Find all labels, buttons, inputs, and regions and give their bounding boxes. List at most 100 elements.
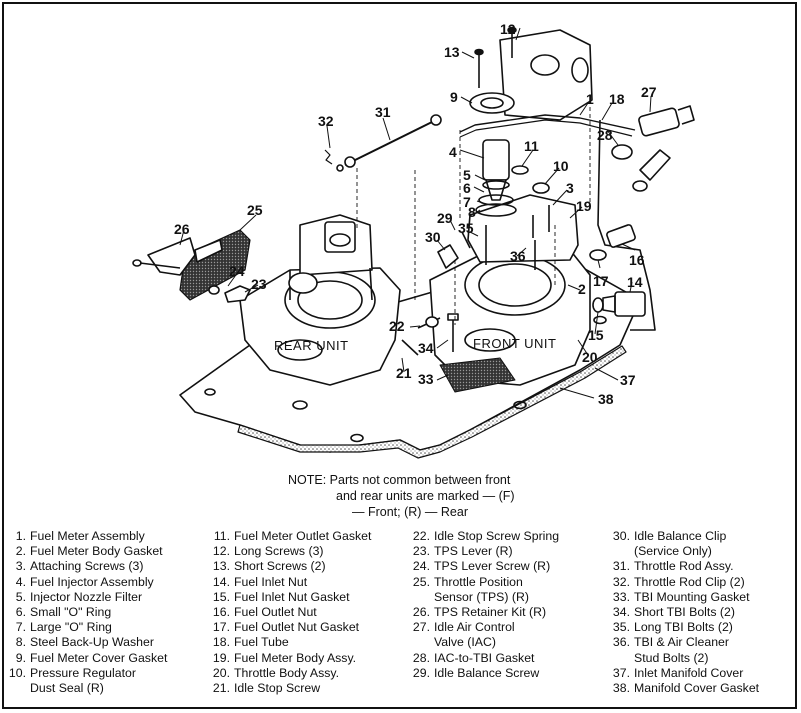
legend-item-number: 31.: [612, 559, 630, 574]
front-unit-label: FRONT UNIT: [473, 336, 556, 351]
legend-item-number: 12.: [212, 544, 230, 559]
callout-4: 4: [449, 144, 457, 160]
legend-item: 20. Throttle Body Assy.: [208, 666, 371, 681]
legend-item: 3.Attaching Screws (3): [4, 559, 167, 574]
callout-33: 33: [418, 371, 434, 387]
legend-item: 23.TPS Lever (R): [408, 544, 559, 559]
legend-item-text: TPS Lever (R): [434, 544, 513, 559]
legend-item-text: Idle Stop Screw: [234, 681, 321, 696]
legend-item-number: 27.: [412, 620, 430, 635]
legend-item-number: 3.: [15, 559, 26, 574]
legend-column-4: 30. Idle Balance Clip(Service Only) 31. Thr…: [608, 529, 759, 696]
legend-item-text: TPS Retainer Kit (R): [434, 605, 547, 620]
callout-21: 21: [396, 365, 412, 381]
legend-item: 32. Throttle Rod Clip (2): [608, 575, 759, 590]
legend-item: 5. Injector Nozzle Filter: [4, 590, 167, 605]
callout-7: 7: [463, 194, 471, 210]
legend-item: Valve (IAC): [408, 635, 559, 650]
legend-item-number: 30.: [612, 529, 630, 543]
note-line-2: and rear units are marked — (F): [336, 489, 515, 503]
legend-item: 28.IAC-to-TBI Gasket: [408, 651, 559, 666]
legend-item-text: Fuel Meter Outlet Gasket: [234, 529, 372, 543]
callout-labels: 12 13 9 1 18 27 31 32 28 4 11 10 5 6 7 8…: [174, 21, 657, 407]
legend-item: Dust Seal (R): [4, 681, 167, 696]
legend-item-text: Inlet Manifold Cover: [634, 665, 744, 680]
legend-item: 26. TPS Retainer Kit (R): [408, 605, 559, 620]
legend-item-text: Stud Bolts (2): [634, 650, 709, 665]
legend-item-number: 29.: [412, 665, 430, 680]
legend-item-number: 19.: [212, 650, 230, 665]
legend-item-text: (Service Only): [634, 544, 712, 559]
legend-item-text: Throttle Rod Clip (2): [634, 574, 745, 589]
legend-item-text: Throttle Rod Assy.: [634, 559, 734, 574]
legend-item-number: 8.: [15, 635, 26, 650]
callout-15: 15: [588, 327, 604, 343]
legend-item: 18.Fuel Tube: [208, 635, 371, 650]
legend-item-number: 15.: [212, 589, 230, 604]
legend-item-text: Idle Balance Screw: [434, 665, 540, 680]
legend-item-number: [408, 590, 430, 605]
legend-item-number: 20.: [212, 665, 230, 680]
front-fuel-meter-body: [467, 194, 579, 263]
legend-item: 33.TBI Mounting Gasket: [608, 590, 759, 605]
callout-31: 31: [375, 104, 391, 120]
legend-item-number: 37.: [612, 665, 630, 680]
note-line-1: NOTE: Parts not common between front: [288, 473, 511, 487]
callout-28: 28: [597, 127, 613, 143]
note-line-3: — Front; (R) — Rear: [352, 505, 468, 519]
callout-3: 3: [566, 180, 574, 196]
callout-38: 38: [598, 391, 614, 407]
legend-item-text: TBI Mounting Gasket: [634, 589, 750, 604]
callout-1: 1: [586, 91, 594, 107]
legend-item-text: Small "O" Ring: [30, 605, 112, 620]
legend-item-text: Fuel Outlet Nut Gasket: [234, 620, 360, 635]
legend-item-text: Fuel Meter Cover Gasket: [30, 650, 168, 665]
callout-17: 17: [593, 273, 609, 289]
legend-item-text: Fuel Injector Assembly: [30, 574, 154, 589]
legend-item: 25.Throttle Position: [408, 575, 559, 590]
legend-item-number: 4.: [15, 574, 26, 589]
legend-item-text: Fuel Meter Body Assy.: [234, 650, 357, 665]
callout-24: 24: [229, 263, 245, 279]
legend-item-text: Steel Back-Up Washer: [30, 635, 154, 650]
legend-item-text: Injector Nozzle Filter: [30, 589, 143, 604]
legend-item-text: Throttle Body Assy.: [234, 665, 340, 680]
legend-item: 10.Pressure Regulator: [4, 666, 167, 681]
legend-item-number: 11.: [213, 529, 230, 543]
legend-item: 19. Fuel Meter Body Assy.: [208, 651, 371, 666]
callout-35: 35: [458, 220, 474, 236]
legend-item: 21.Idle Stop Screw: [208, 681, 371, 696]
legend-item-number: 5.: [15, 589, 26, 604]
legend-item: 30. Idle Balance Clip: [608, 529, 759, 544]
callout-14: 14: [627, 274, 643, 290]
rear-unit-label: REAR UNIT: [274, 338, 349, 353]
fuel-tube: [459, 114, 636, 133]
legend-item-number: 7.: [15, 620, 26, 635]
legend-item-number: 14.: [212, 574, 230, 589]
callout-22: 22: [389, 318, 405, 334]
legend-item: Stud Bolts (2): [608, 651, 759, 666]
legend-item-number: [4, 681, 26, 696]
callout-19: 19: [576, 198, 592, 214]
legend-item-text: TBI & Air Cleaner: [634, 635, 729, 650]
legend-item-text: Idle Stop Screw Spring: [434, 529, 560, 543]
legend-item-text: TPS Lever Screw (R): [434, 559, 551, 574]
legend-item: 9.Fuel Meter Cover Gasket: [4, 650, 168, 666]
legend-item: 13.Short Screws (2): [208, 559, 371, 574]
legend-item-text: Idle Balance Clip: [634, 529, 727, 543]
callout-27: 27: [641, 84, 657, 100]
legend-item-number: 26.: [412, 605, 430, 620]
callout-11: 11: [524, 138, 539, 154]
legend-item-text: Long TBI Bolts (2): [634, 620, 733, 635]
callout-20: 20: [582, 349, 598, 365]
callout-5: 5: [463, 167, 471, 183]
legend-item: 4. Fuel Injector Assembly: [4, 575, 167, 590]
legend-item: 17.Fuel Outlet Nut Gasket: [208, 620, 371, 635]
legend-item-number: 32.: [612, 574, 630, 589]
legend-item-number: [408, 635, 430, 650]
legend-item-number: [608, 651, 630, 666]
